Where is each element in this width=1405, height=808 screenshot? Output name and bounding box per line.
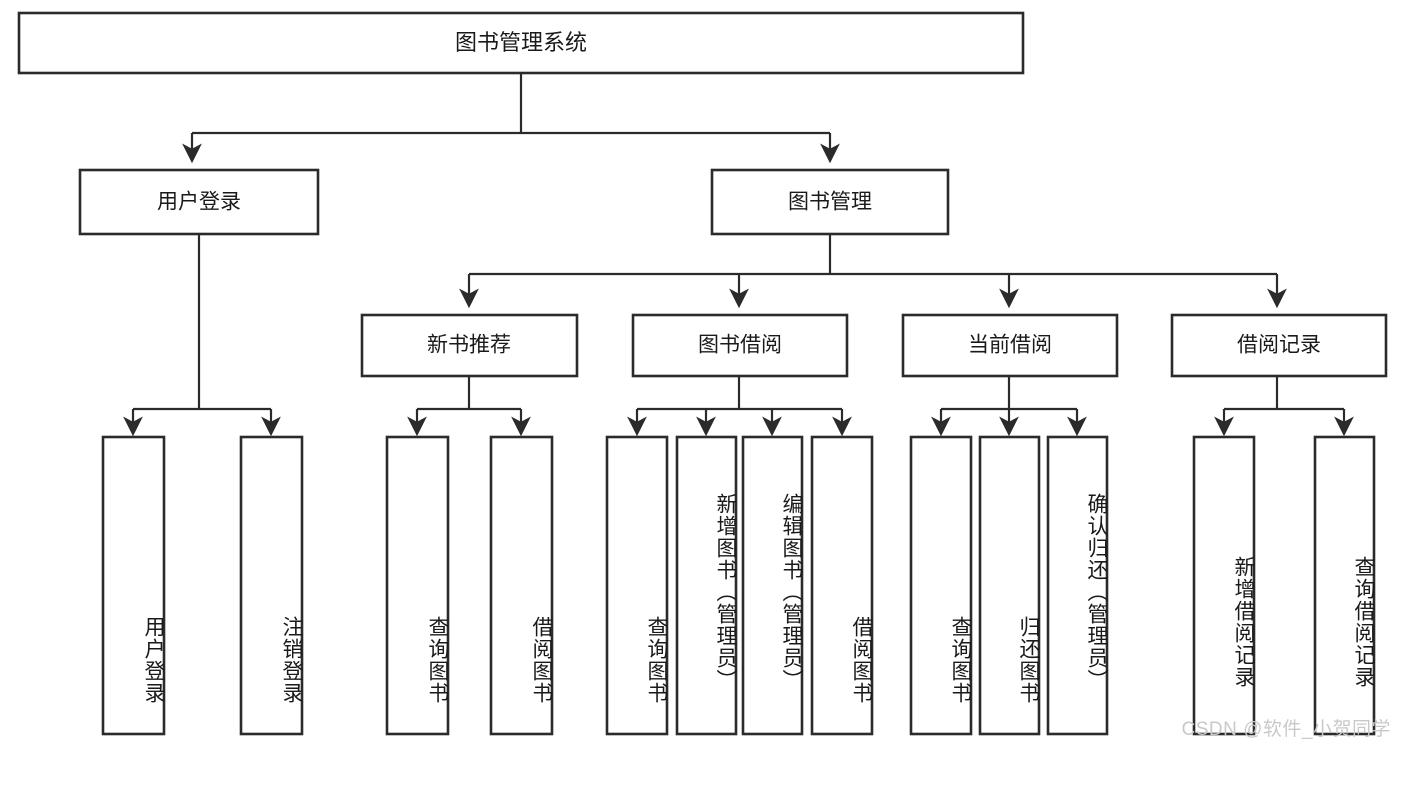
- node-current-borrow-box[interactable]: [901, 313, 1119, 378]
- node-borrow-record-label: 借阅记录: [1237, 334, 1321, 357]
- node-book-borrow[interactable]: 图书借阅: [631, 313, 849, 378]
- node-book-management-label: 图书管理: [788, 191, 872, 214]
- node-leaf-borrow-book-2-box[interactable]: [810, 435, 874, 736]
- node-new-book-recommend-label: 新书推荐: [427, 334, 511, 357]
- node-book-borrow-box[interactable]: [631, 313, 849, 378]
- connector-group-user-login: [123, 234, 281, 437]
- node-current-borrow-label: 当前借阅: [968, 334, 1052, 357]
- node-leaf-user-login-box[interactable]: [101, 435, 166, 736]
- connector-group-root: [182, 73, 840, 164]
- flowchart-diagram: 图书管理系统 用户登录 图书管理 新书推荐 图书借阅 当前借阅 借阅记录: [17, 11, 1391, 740]
- node-leaf-confirm-return-box[interactable]: [1046, 435, 1109, 736]
- node-book-management[interactable]: 图书管理: [710, 168, 950, 236]
- node-leaf-query-book-2-box[interactable]: [605, 435, 669, 736]
- node-leaf-return-book-box[interactable]: [978, 435, 1041, 736]
- node-leaf-query-record-box[interactable]: [1313, 435, 1376, 736]
- node-current-borrow[interactable]: 当前借阅: [901, 313, 1119, 378]
- node-leaf-add-record-box[interactable]: [1192, 435, 1256, 736]
- node-leaf-query-book-1-box[interactable]: [385, 435, 450, 736]
- node-borrow-record-box[interactable]: [1170, 313, 1388, 378]
- diagram-canvas: 图书管理系统 用户登录 图书管理 新书推荐 图书借阅 当前借阅 借阅记录: [17, 11, 1388, 736]
- node-new-book-recommend[interactable]: 新书推荐: [360, 313, 579, 378]
- node-root-label: 图书管理系统: [455, 30, 587, 55]
- node-user-login-label: 用户登录: [157, 191, 241, 214]
- connector-group-book-borrow: [627, 376, 852, 437]
- node-root-box[interactable]: [17, 11, 1025, 75]
- connector-group-new-book-recommend: [407, 376, 531, 437]
- connector-group-borrow-record: [1214, 376, 1354, 437]
- node-root[interactable]: 图书管理系统: [17, 11, 1025, 75]
- node-user-login-box[interactable]: [78, 168, 320, 236]
- watermark-text: CSDN @软件_小贺同学: [1181, 719, 1391, 740]
- node-leaf-logout-login-box[interactable]: [239, 435, 304, 736]
- node-leaf-borrow-book-1-box[interactable]: [489, 435, 554, 736]
- node-leaf-query-book-3-box[interactable]: [909, 435, 973, 736]
- connector-group-book-management: [459, 234, 1287, 309]
- node-book-borrow-label: 图书借阅: [698, 334, 782, 357]
- node-user-login[interactable]: 用户登录: [78, 168, 320, 236]
- connector-group-current-borrow: [931, 376, 1087, 437]
- node-borrow-record[interactable]: 借阅记录: [1170, 313, 1388, 378]
- node-new-book-recommend-box[interactable]: [360, 313, 579, 378]
- node-leaf-edit-book-box[interactable]: [741, 435, 804, 736]
- node-leaf-add-book-box[interactable]: [675, 435, 738, 736]
- node-book-management-box[interactable]: [710, 168, 950, 236]
